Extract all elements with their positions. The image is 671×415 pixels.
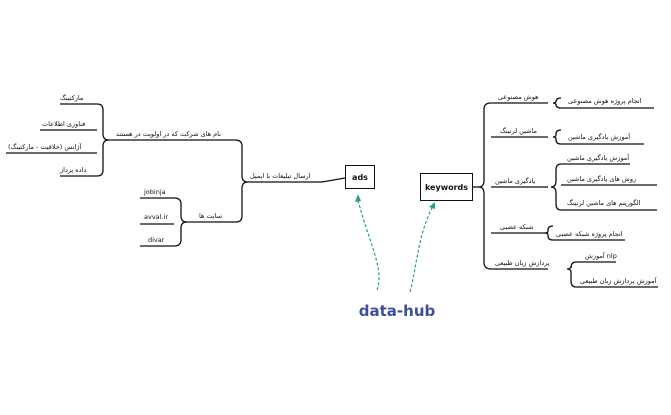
keyword-item: الگوریتم های ماشین لرنینگ (567, 199, 641, 207)
keyword-item: آموزش پردازش زبان طبیعی (580, 277, 657, 285)
keyword-item: روش های یادگیری ماشین (567, 175, 637, 183)
keyword-item: آموزش یادگیری ماشین (567, 154, 630, 162)
site-item: divar (148, 236, 165, 244)
keyword-item: آموزش یادگیری ماشین (568, 133, 631, 141)
keywords-arrowhead (429, 202, 435, 209)
hub-to-keywords-connector (409, 205, 434, 293)
ads-branch-label: ارسال تبلیغات با ایمیل (250, 172, 311, 180)
keyword-branch-label: یادگیری ماشین (495, 177, 536, 185)
hub-to-ads-connector (357, 199, 380, 291)
data-hub-label: data-hub (358, 302, 436, 320)
company-item: داده پرداز (60, 166, 87, 174)
keyword-item: آموزش nlp (585, 252, 617, 260)
ads-group-label-sites: سایت ها (199, 212, 223, 220)
company-item: مارکتینگ (60, 94, 84, 102)
connector-lines (6, 97, 658, 288)
keyword-branch-label: شبکه عصبی (500, 223, 534, 231)
ads-group-label-companies: نام های شرکت که در اولویت در هستند (116, 130, 221, 138)
company-item: آژانس (خلاقیت - مارکتینگ) (8, 143, 82, 151)
keyword-item: انجام پروژه هوش مصنوعی (568, 97, 642, 105)
keywords-node[interactable]: keywords (420, 173, 473, 201)
site-item: avval.ir (144, 213, 169, 221)
arrowheads (355, 194, 435, 209)
keyword-branch-label: ماشین لرنینگ (500, 127, 538, 135)
keyword-branch-label: هوش مصنوعی (498, 93, 539, 101)
keyword-item: انجام پروژه شبکه عصبی (556, 230, 623, 238)
company-item: فناوری اطلاعات (42, 120, 86, 128)
hub-connectors (357, 199, 434, 293)
ads-node[interactable]: ads (345, 165, 375, 189)
keyword-branch-label: پردازش زبان طبیعی (495, 259, 550, 267)
ads-arrowhead (355, 194, 361, 202)
site-item: jobinja (144, 188, 166, 196)
